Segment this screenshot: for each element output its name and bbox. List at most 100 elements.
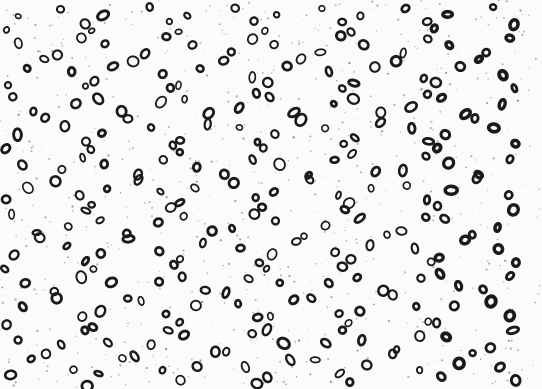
speckle	[528, 90, 530, 92]
speckle	[188, 317, 189, 318]
speckle	[290, 210, 292, 212]
speckle	[118, 374, 120, 376]
speckle	[1, 287, 3, 289]
speckle	[323, 286, 324, 287]
speckle	[495, 381, 497, 383]
speckle	[190, 167, 192, 169]
speckle	[12, 384, 14, 386]
speckle	[445, 72, 447, 74]
speckle	[32, 145, 34, 147]
speckle	[492, 383, 494, 385]
speckle	[196, 236, 198, 238]
speckle	[274, 66, 275, 67]
speckle	[126, 326, 127, 327]
speckle	[434, 360, 435, 361]
speckle	[66, 235, 68, 237]
speckle	[95, 173, 96, 174]
speckle	[492, 175, 493, 176]
speckle	[137, 115, 139, 117]
speckle	[155, 364, 156, 365]
speckle	[327, 307, 329, 309]
speckle	[346, 240, 348, 242]
speckle	[475, 159, 477, 161]
speckle	[496, 148, 497, 149]
speckle	[405, 292, 406, 293]
speckle	[417, 48, 418, 49]
speckle	[291, 366, 293, 368]
speckle	[206, 74, 208, 76]
speckle	[252, 312, 254, 314]
speckle	[283, 381, 285, 383]
speckle	[387, 73, 389, 75]
speckle	[43, 232, 45, 234]
speckle	[497, 239, 498, 240]
speckle	[381, 130, 383, 132]
speckle	[487, 190, 488, 191]
speckle	[319, 301, 320, 302]
speckle	[302, 42, 304, 44]
speckle	[6, 10, 8, 12]
speckle	[5, 208, 7, 210]
speckle	[324, 153, 326, 155]
speckle	[71, 206, 73, 208]
speckle	[262, 72, 264, 74]
speckle	[291, 42, 293, 44]
speckle	[125, 384, 127, 386]
speckle	[488, 24, 490, 26]
speckle	[93, 214, 94, 215]
speckle	[110, 309, 111, 310]
speckle	[49, 328, 51, 330]
speckle	[53, 284, 55, 286]
speckle	[260, 106, 261, 107]
speckle	[25, 238, 26, 239]
speckle	[446, 64, 447, 65]
speckle	[260, 131, 262, 133]
speckle	[228, 223, 230, 225]
speckle	[227, 91, 229, 93]
speckle	[119, 248, 121, 250]
speckle	[164, 276, 165, 277]
speckle	[448, 35, 450, 37]
speckle	[338, 180, 340, 182]
speckle	[360, 172, 362, 174]
speckle	[268, 176, 269, 177]
speckle	[356, 350, 358, 352]
speckle	[280, 274, 282, 276]
speckle	[330, 95, 331, 96]
speckle	[314, 193, 316, 195]
speckle	[373, 258, 375, 260]
speckle	[457, 53, 458, 54]
speckle	[145, 371, 146, 372]
speckle	[499, 38, 500, 39]
speckle	[241, 212, 243, 214]
speckle	[157, 37, 159, 39]
speckle	[407, 376, 409, 378]
speckle	[46, 370, 48, 372]
speckle	[6, 262, 7, 263]
speckle	[356, 165, 358, 167]
speckle	[136, 47, 137, 48]
speckle	[517, 100, 519, 102]
speckle	[429, 335, 430, 336]
speckle	[227, 124, 229, 126]
speckle	[381, 136, 382, 137]
speckle	[242, 8, 243, 9]
speckle	[183, 253, 185, 255]
speckle	[407, 322, 408, 323]
speckle	[243, 382, 244, 383]
speckle	[373, 9, 374, 10]
speckle	[334, 232, 335, 233]
speckle	[508, 340, 510, 342]
speckle	[6, 130, 7, 131]
speckle	[18, 54, 19, 55]
speckle	[49, 59, 50, 60]
speckle	[36, 345, 37, 346]
speckle	[348, 62, 350, 64]
speckle	[275, 372, 277, 374]
speckle	[261, 182, 263, 184]
speckle	[124, 307, 126, 309]
speckle	[184, 70, 185, 71]
speckle	[257, 357, 259, 359]
speckle	[400, 33, 402, 35]
speckle	[480, 251, 481, 252]
